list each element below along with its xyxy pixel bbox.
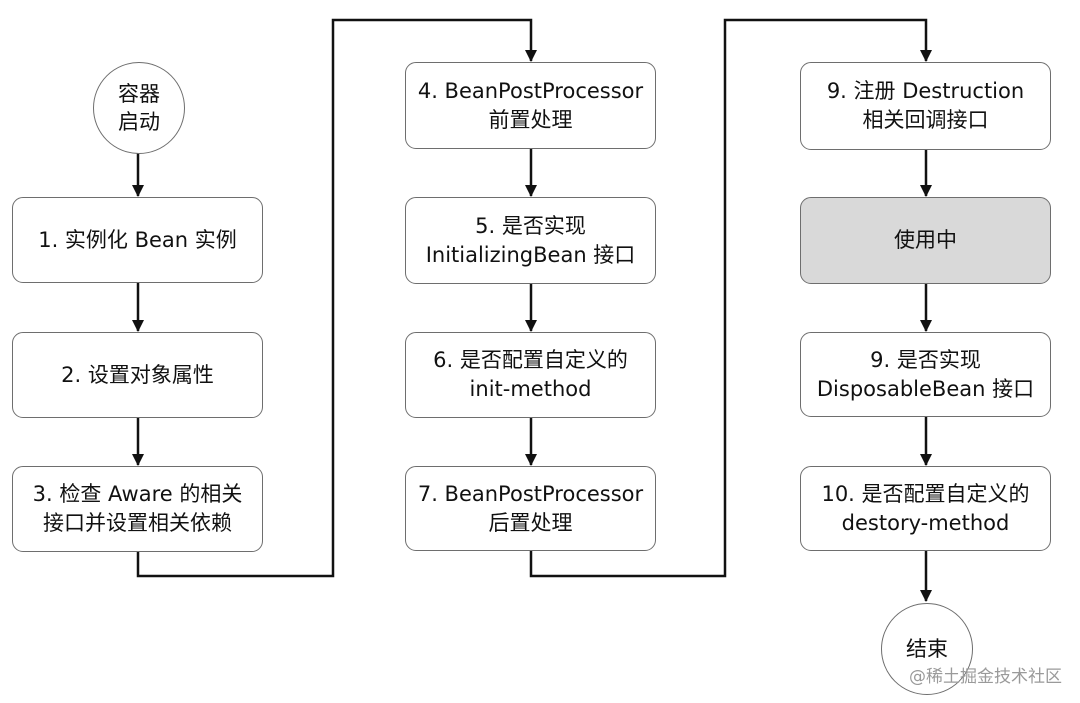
step-5-node: 5. 是否实现 InitializingBean 接口 — [405, 197, 656, 284]
in-use-label: 使用中 — [894, 228, 957, 252]
start-label-line-2: 启动 — [118, 110, 160, 134]
watermark-text: @稀土掘金技术社区 — [909, 667, 1062, 687]
step-1-node: 1. 实例化 Bean 实例 — [12, 197, 263, 283]
step-2-node: 2. 设置对象属性 — [12, 332, 263, 418]
step-5-label-line-1: 5. 是否实现 — [475, 213, 586, 238]
in-use-node: 使用中 — [800, 197, 1051, 284]
step-5-label-line-2: InitializingBean 接口 — [425, 242, 636, 267]
step-9-disposable-label-line-2: DisposableBean 接口 — [816, 376, 1035, 401]
step-4-label-line-2: 前置处理 — [488, 107, 573, 132]
step-7-label-line-2: 后置处理 — [488, 510, 573, 535]
step-4-node: 4. BeanPostProcessor 前置处理 — [405, 62, 656, 149]
step-6-label-line-2: init-method — [469, 377, 592, 401]
step-9-disposable-node: 9. 是否实现 DisposableBean 接口 — [800, 332, 1051, 417]
arrow-step-3-to-step-4 — [136, 18, 537, 578]
step-4-label-line-1: 4. BeanPostProcessor — [417, 78, 644, 103]
step-7-node: 7. BeanPostProcessor 后置处理 — [405, 466, 656, 551]
step-9-register-label-line-1: 9. 注册 Destruction — [826, 79, 1025, 103]
step-1-label: 1. 实例化 Bean 实例 — [38, 227, 237, 252]
step-3-node: 3. 检查 Aware 的相关 接口并设置相关依赖 — [12, 466, 263, 552]
step-10-node: 10. 是否配置自定义的 destory-method — [800, 466, 1051, 551]
step-6-node: 6. 是否配置自定义的 init-method — [405, 332, 656, 418]
start-node: 容器 启动 — [93, 62, 185, 154]
step-3-label-line-2: 接口并设置相关依赖 — [43, 511, 232, 535]
step-9-register-label-line-2: 相关回调接口 — [862, 108, 989, 132]
end-label: 结束 — [906, 637, 948, 661]
step-10-label-line-2: destory-method — [841, 510, 1010, 535]
arrow-step-7-to-step-9-register — [529, 18, 932, 578]
step-7-label-line-1: 7. BeanPostProcessor — [417, 481, 644, 506]
step-9-register-node: 9. 注册 Destruction 相关回调接口 — [800, 62, 1051, 150]
step-3-label-line-1: 3. 检查 Aware 的相关 — [32, 482, 243, 506]
step-2-label: 2. 设置对象属性 — [61, 362, 214, 387]
step-10-label-line-1: 10. 是否配置自定义的 — [821, 481, 1030, 506]
end-node: 结束 — [881, 603, 973, 695]
start-label-line-1: 容器 — [118, 82, 160, 106]
step-6-label-line-1: 6. 是否配置自定义的 — [433, 348, 628, 372]
step-9-disposable-label-line-1: 9. 是否实现 — [870, 347, 981, 372]
